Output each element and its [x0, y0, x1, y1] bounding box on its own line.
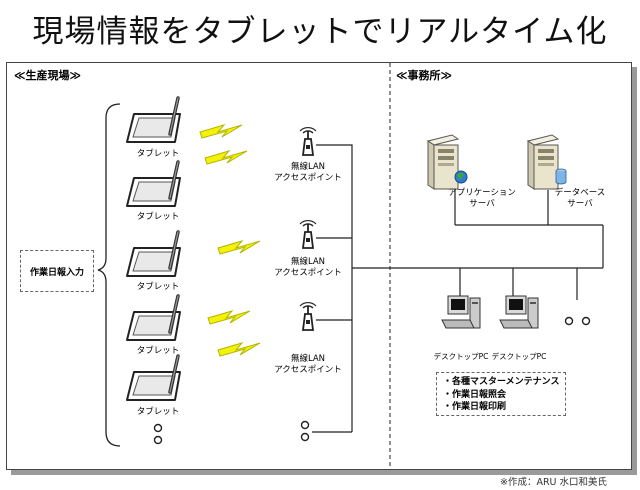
more-dot	[153, 423, 163, 433]
access-point-icon	[299, 219, 317, 249]
tablet-icon	[125, 230, 182, 278]
network-line	[316, 144, 353, 432]
more-dot	[153, 435, 163, 445]
tablet-label: タブレット	[136, 346, 180, 356]
access-point-label: 無線LAN アクセスポイント	[274, 354, 342, 375]
daily-report-input-box: 作業日報入力	[20, 250, 94, 292]
wireless-signal-icon	[217, 342, 261, 357]
group-brace	[97, 103, 121, 447]
field-section-label: ≪生産現場≫	[14, 69, 82, 82]
wireless-signal-icon	[199, 124, 243, 139]
page-title: 現場情報をタブレットでリアルタイム化	[32, 14, 608, 50]
task-item: ・作業日報印刷	[443, 402, 507, 412]
application-server-label: アプリケーション サーバ	[448, 188, 516, 209]
task-item: ・各種マスターメンテナンス	[443, 377, 560, 387]
more-dot	[581, 316, 591, 326]
more-dot	[300, 420, 310, 430]
wireless-signal-icon	[204, 150, 248, 165]
more-dot	[300, 432, 310, 442]
task-item: ・作業日報照会	[443, 389, 507, 400]
tablet-icon	[125, 294, 182, 342]
server-icon	[527, 134, 559, 190]
server-icon	[427, 134, 459, 190]
desktop-pc-label: デスクトップPC	[491, 352, 547, 361]
desktop-pc-label: デスクトップPC	[433, 352, 489, 361]
tablet-label: タブレット	[136, 212, 180, 222]
tablet-label: タブレット	[136, 149, 180, 159]
desktop-pc-icon	[499, 295, 539, 329]
access-point-icon	[299, 301, 317, 331]
daily-report-input-label: 作業日報入力	[29, 267, 84, 278]
office-tasks-box: ・各種マスターメンテナンス ・作業日報照会 ・作業日報印刷	[436, 372, 566, 416]
access-point-icon	[299, 126, 317, 156]
tablet-icon	[125, 96, 182, 144]
tablet-icon	[125, 354, 182, 402]
access-point-label: 無線LAN アクセスポイント	[274, 162, 342, 183]
wireless-signal-icon	[217, 240, 261, 255]
office-section-label: ≪事務所≫	[396, 69, 453, 82]
tablet-icon	[125, 160, 182, 208]
tablet-label: タブレット	[136, 407, 180, 417]
wireless-signal-icon	[207, 310, 251, 325]
credit-note: ※作成：ARU 水口和美氏	[500, 477, 608, 488]
diagram-frame	[6, 62, 632, 470]
more-dot	[564, 316, 574, 326]
database-server-label: データベース サーバ	[554, 188, 606, 209]
access-point-label: 無線LAN アクセスポイント	[274, 257, 342, 278]
tablet-label: タブレット	[136, 282, 180, 292]
desktop-pc-icon	[441, 295, 481, 329]
